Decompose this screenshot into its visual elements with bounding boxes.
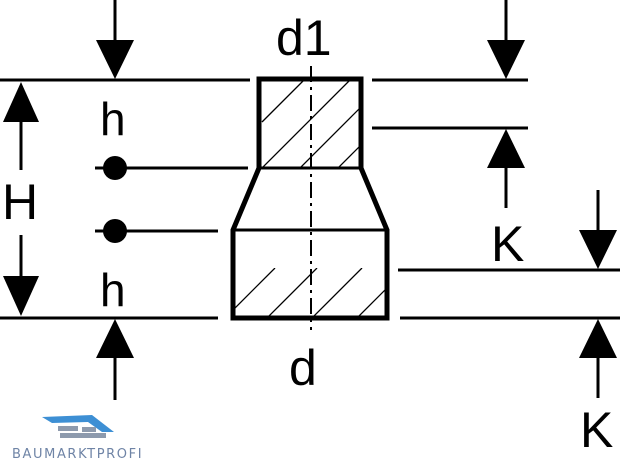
hatch-top	[261, 80, 360, 167]
label-h-lower: h	[100, 264, 126, 316]
hatch-bottom	[233, 268, 388, 318]
arrow-up-icon	[579, 319, 617, 358]
dimension-K-upper	[487, 0, 525, 208]
dimension-K-lower	[579, 190, 617, 398]
dot-marker-lower	[103, 219, 127, 243]
label-h-upper: h	[100, 93, 126, 145]
reducer-part	[230, 66, 390, 330]
dot-marker-upper	[103, 156, 127, 180]
reducer-outline	[230, 76, 390, 321]
label-K-upper: K	[491, 216, 524, 272]
arrow-up-icon	[487, 129, 525, 168]
label-K-lower: K	[580, 402, 613, 458]
arrow-up-icon	[96, 319, 134, 358]
roof-logo-icon	[42, 415, 114, 438]
watermark-text: BAUMARKTPROFI	[12, 447, 143, 461]
dimension-h-arrows	[96, 0, 134, 400]
arrow-down-icon	[96, 40, 134, 79]
arrow-down-icon	[579, 230, 617, 269]
label-d1: d1	[276, 10, 332, 66]
arrow-down-icon	[487, 40, 525, 79]
dimension-H	[3, 82, 39, 316]
arrow-up-icon	[3, 82, 39, 122]
arrow-down-icon	[3, 276, 39, 316]
label-d: d	[289, 340, 317, 396]
label-H: H	[2, 174, 38, 230]
